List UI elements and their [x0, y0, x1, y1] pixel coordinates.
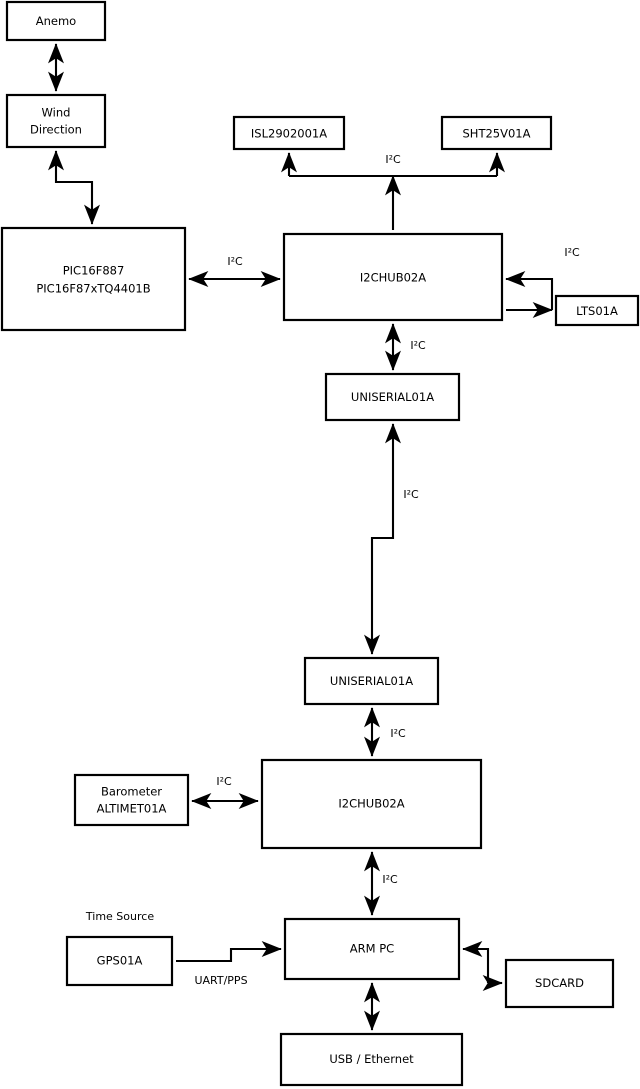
- node-sht25v01a[interactable]: SHT25V01A: [440, 115, 553, 151]
- edge-gps-armpc: [176, 941, 282, 963]
- node-label-pic-line2: PIC16F87xTQ4401B: [36, 282, 150, 296]
- node-label-pic-line1: PIC16F887: [63, 264, 125, 278]
- node-label-barometer-line1: Barometer: [101, 785, 162, 799]
- edge-label-uni-bot-hub-bot: I²C: [390, 727, 406, 740]
- node-lts01a[interactable]: LTS01A: [554, 294, 640, 327]
- edge-wind-pic: [48, 150, 100, 225]
- node-label-i2chub02a-bottom: I2CHUB02A: [338, 797, 404, 811]
- edge-label-uni-link: I²C: [403, 488, 419, 501]
- node-label-uniserial01a-top: UNISERIAL01A: [351, 390, 434, 404]
- node-label-lts01a: LTS01A: [576, 304, 618, 318]
- node-uniserial01a-bottom[interactable]: UNISERIAL01A: [303, 656, 440, 706]
- node-label-gps01a: GPS01A: [97, 954, 143, 968]
- node-arm-pc[interactable]: ARM PC: [283, 917, 461, 981]
- node-anemo[interactable]: Anemo: [5, 0, 107, 42]
- node-label-anemo: Anemo: [36, 14, 76, 28]
- edge-label-hub-lts: I²C: [564, 246, 580, 259]
- node-i2chub02a-top[interactable]: I2CHUB02A: [282, 232, 504, 322]
- node-label-wind-line2: Direction: [30, 123, 82, 137]
- node-isl2902001a[interactable]: ISL2902001A: [232, 115, 346, 151]
- node-pic-mcu[interactable]: PIC16F887 PIC16F87xTQ4401B: [0, 226, 187, 332]
- node-label-i2chub02a-top: I2CHUB02A: [360, 271, 426, 285]
- node-sdcard[interactable]: SDCARD: [504, 958, 615, 1009]
- edge-hub-lts-in: [505, 271, 554, 310]
- node-wind-direction[interactable]: Wind Direction: [5, 93, 107, 149]
- node-label-barometer-line2: ALTIMET01A: [97, 802, 167, 816]
- node-label-usb-ethernet: USB / Ethernet: [329, 1052, 414, 1066]
- edge-label-baro-hub: I²C: [216, 775, 232, 788]
- edge-label-hub-armpc: I²C: [382, 873, 398, 886]
- node-usb-ethernet[interactable]: USB / Ethernet: [279, 1032, 464, 1087]
- node-label-sdcard: SDCARD: [535, 976, 584, 990]
- edge-label-hub-sensors: I²C: [385, 153, 401, 166]
- edge-armpc-sdcard-in: [462, 941, 490, 983]
- node-i2chub02a-bottom[interactable]: I2CHUB02A: [260, 758, 483, 850]
- node-label-sht25v01a: SHT25V01A: [463, 127, 531, 141]
- node-barometer[interactable]: Barometer ALTIMET01A: [73, 773, 190, 827]
- node-uniserial01a-top[interactable]: UNISERIAL01A: [324, 372, 461, 422]
- node-label-wind-line1: Wind: [42, 106, 71, 120]
- edge-uni-top-to-bot: [364, 423, 401, 655]
- node-gps01a[interactable]: GPS01A: [65, 935, 174, 987]
- node-label-uniserial01a-bottom: UNISERIAL01A: [330, 674, 413, 688]
- label-time-source: Time Source: [85, 910, 154, 923]
- free-labels-layer: Time Source: [85, 910, 154, 923]
- edges-layer: I²C I²C I²C I²C I²C I²C I²C: [48, 43, 580, 1031]
- node-label-arm-pc: ARM PC: [350, 942, 394, 956]
- edge-label-pic-hub: I²C: [227, 255, 243, 268]
- node-label-isl2902001a: ISL2902001A: [251, 127, 327, 141]
- edge-label-hub-uni-top: I²C: [410, 339, 426, 352]
- edge-label-gps-armpc: UART/PPS: [194, 974, 247, 987]
